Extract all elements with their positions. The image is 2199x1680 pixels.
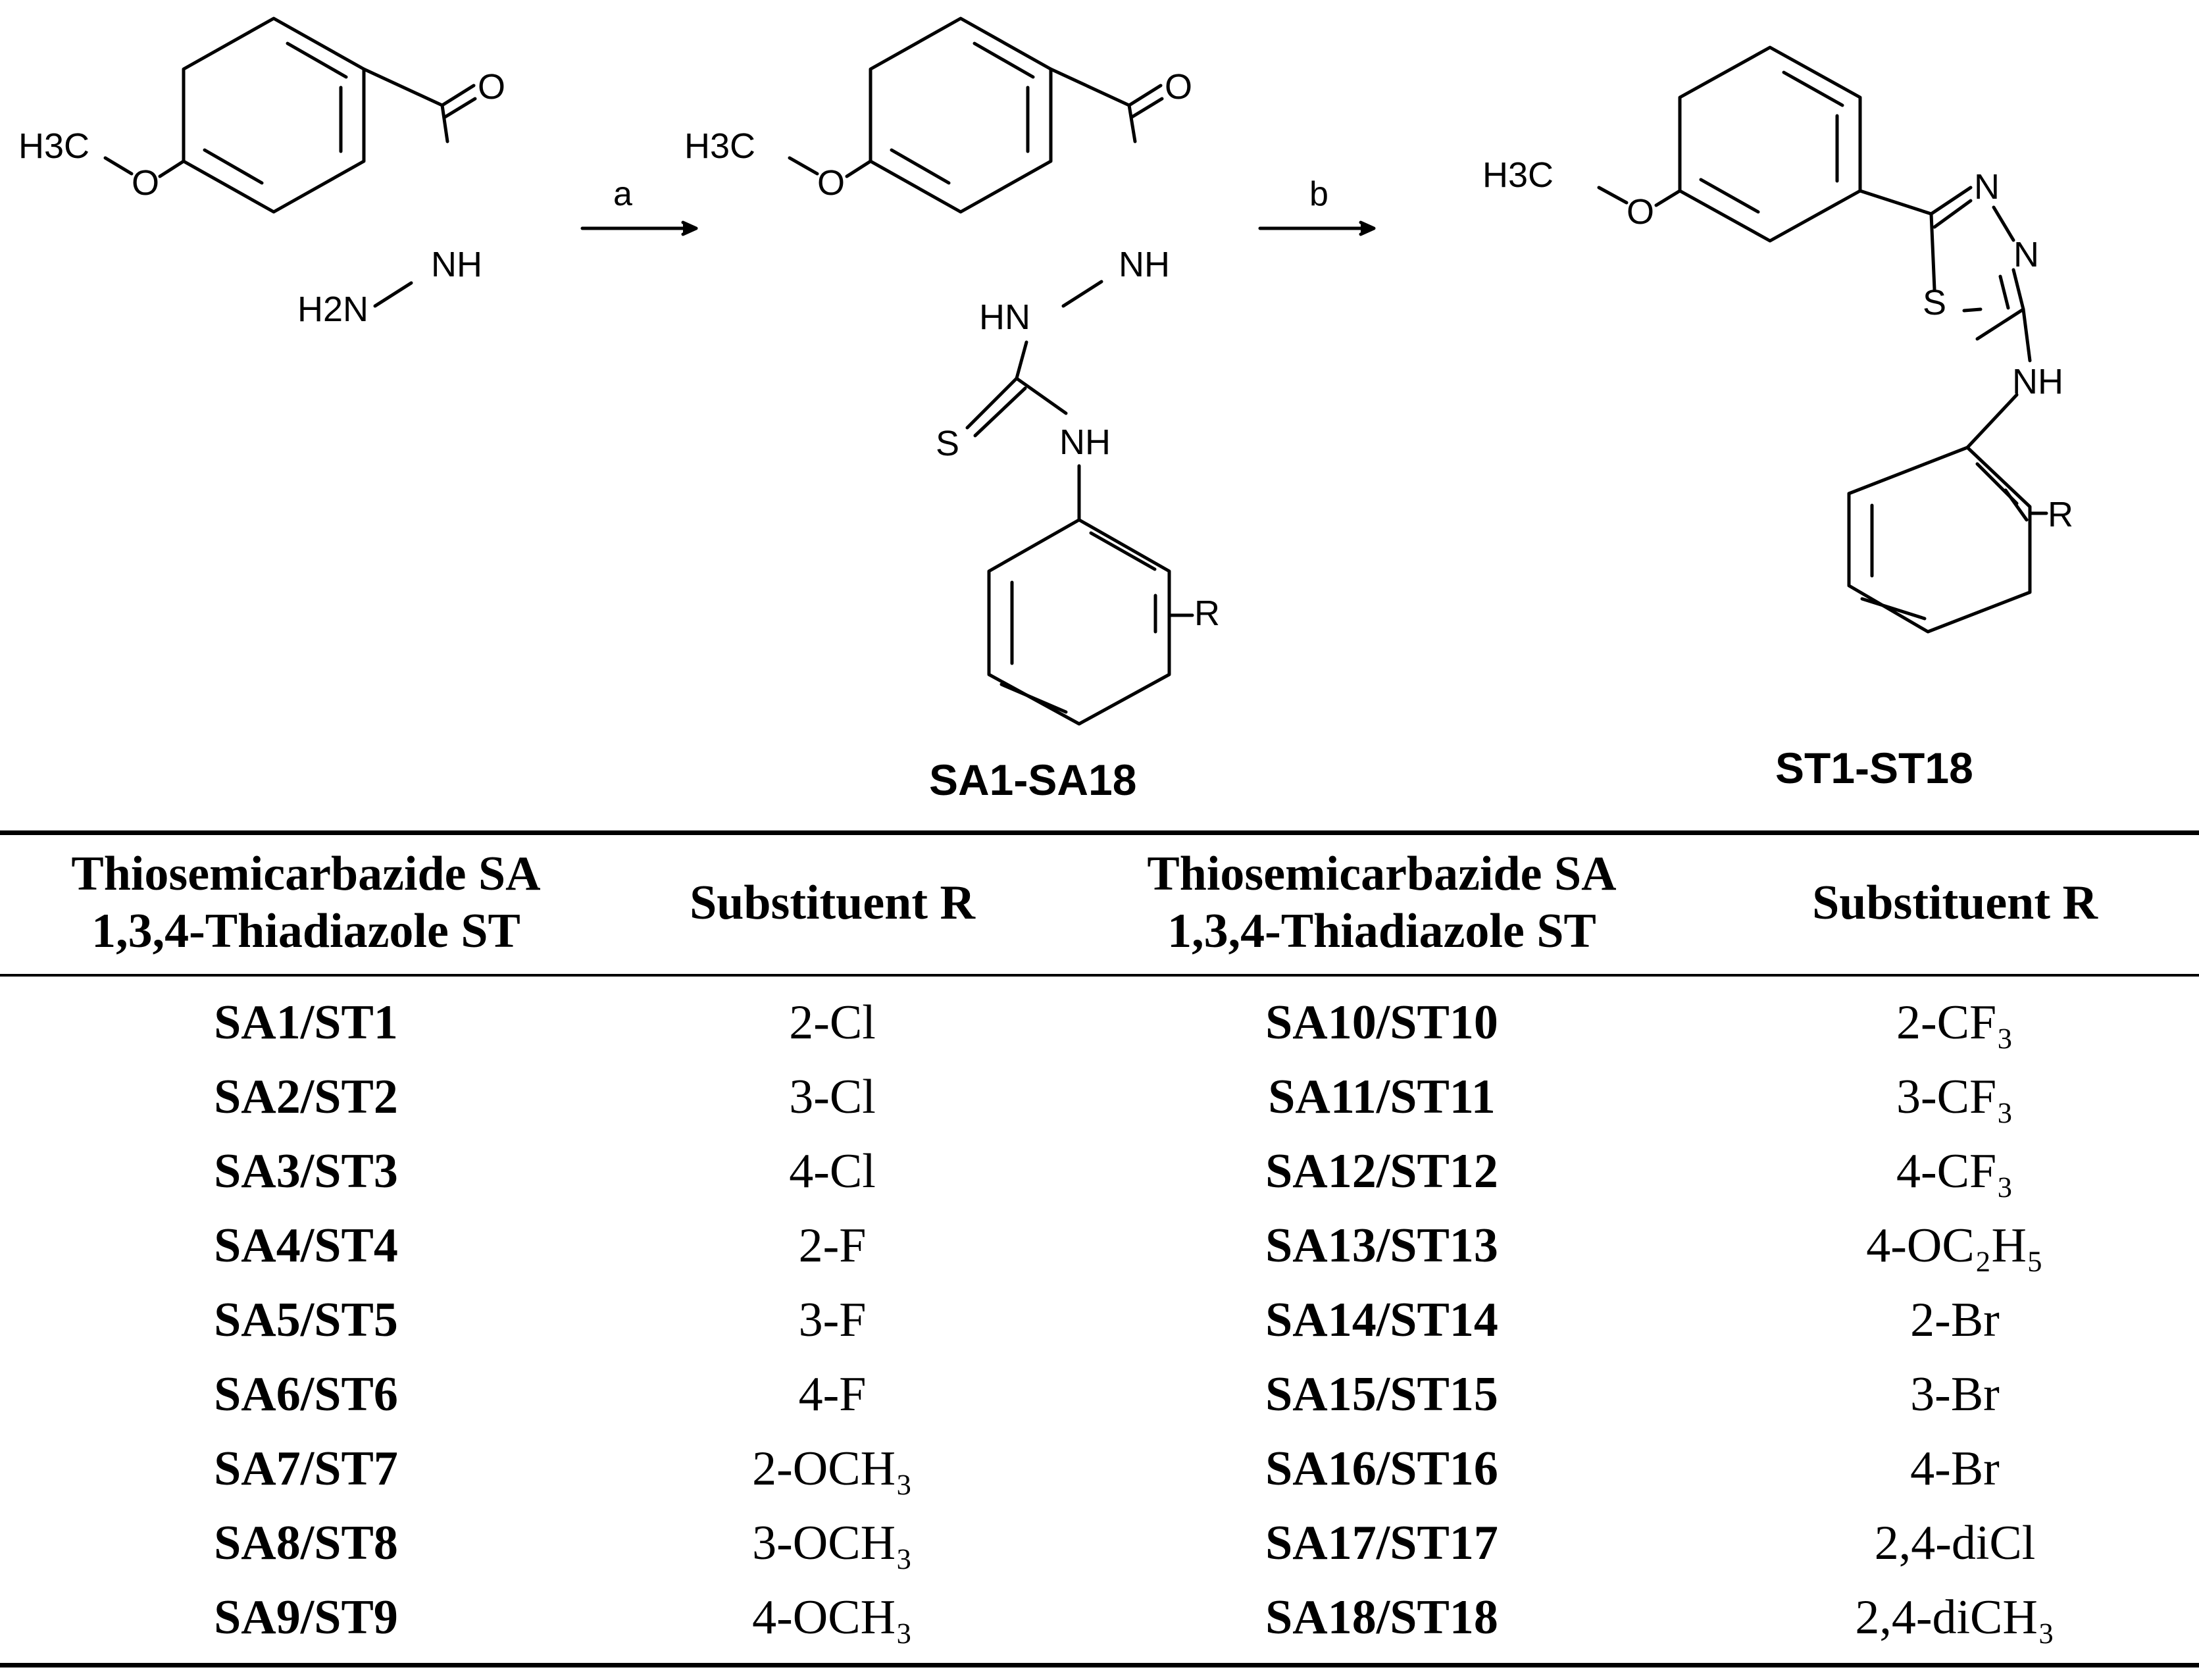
header-substituent-left: Substituent R xyxy=(612,830,1053,977)
thiadiazole-sulfur-label: S xyxy=(1923,283,1946,322)
substituent: 4-OC₂H₅ xyxy=(1866,1219,2044,1273)
arrow-a: a xyxy=(580,175,698,236)
product-structure: H3C O N N S NH R ST1-ST18 xyxy=(1482,45,2073,792)
methyl-label: H3C xyxy=(1482,155,1554,195)
table-row: SA7/ST7 2-OCH₃ SA16/ST16 4-Br xyxy=(0,1432,2199,1506)
hn-label: HN xyxy=(979,297,1030,337)
substituent: 2-Br xyxy=(1910,1293,2000,1348)
methoxy-oxygen-label: O xyxy=(132,163,159,203)
substituent: 3-OCH₃ xyxy=(752,1516,913,1571)
table-row: SA4/ST4 2-F SA13/ST13 4-OC₂H₅ xyxy=(0,1209,2199,1283)
compound-id: SA9/ST9 xyxy=(0,1580,612,1667)
product-compound-label: ST1-ST18 xyxy=(1775,744,1973,792)
substituent-table: Thiosemicarbazide SA 1,3,4-Thiadiazole S… xyxy=(0,830,2199,1667)
starting-material-structure: H3C O O NH H2N xyxy=(18,16,505,329)
substituent: 3-CF₃ xyxy=(1896,1070,2013,1125)
compound-id: SA8/ST8 xyxy=(214,1516,398,1571)
compound-id: SA13/ST13 xyxy=(1265,1219,1498,1273)
arrow-b: b xyxy=(1258,175,1376,236)
substituent: 3-Br xyxy=(1910,1367,2000,1422)
header-substituent-right: Substituent R xyxy=(1711,830,2199,977)
carbonyl-oxygen-label: O xyxy=(478,67,505,107)
nh-label-2: NH xyxy=(1059,422,1111,462)
compound-id: SA10/ST10 xyxy=(1265,996,1498,1050)
substituent: 4-Br xyxy=(1910,1442,2000,1496)
header-compound-line1: Thiosemicarbazide SA xyxy=(71,847,541,901)
substituent: 2-OCH₃ xyxy=(752,1442,913,1496)
arrow-a-label: a xyxy=(613,175,632,213)
methoxy-oxygen-label: O xyxy=(817,163,845,203)
substituent: 2-F xyxy=(798,1219,867,1273)
substituent: 2,4-diCl xyxy=(1874,1516,2036,1571)
methyl-label: H3C xyxy=(18,126,89,166)
compound-id: SA16/ST16 xyxy=(1265,1442,1498,1496)
compound-id: SA11/ST11 xyxy=(1268,1070,1496,1125)
amine-nh-label: NH xyxy=(2012,362,2063,401)
reaction-scheme: H3C O O NH H2N a H3C O O xyxy=(18,16,2073,804)
substituent: 3-Cl xyxy=(789,1070,876,1125)
table-header-row: Thiosemicarbazide SA 1,3,4-Thiadiazole S… xyxy=(0,830,2199,977)
compound-id: SA2/ST2 xyxy=(214,1070,398,1125)
substituent: 2-Cl xyxy=(789,996,876,1050)
substituent: 4-F xyxy=(798,1367,867,1422)
arrow-b-label: b xyxy=(1309,175,1328,213)
substituent: 3-F xyxy=(798,1293,867,1348)
compound-id: SA5/ST5 xyxy=(214,1293,398,1348)
substituent: 2,4-diCH₃ xyxy=(1711,1580,2199,1667)
table-row: SA6/ST6 4-F SA15/ST15 3-Br xyxy=(0,1358,2199,1432)
hydrazide-nh-label: NH xyxy=(431,245,482,284)
compound-id: SA17/ST17 xyxy=(1265,1516,1498,1571)
substituent: 4-Cl xyxy=(789,1144,876,1199)
compound-id: SA15/ST15 xyxy=(1265,1367,1498,1422)
header-compound-line2: 1,3,4-Thiadiazole ST xyxy=(1167,904,1596,959)
compound-id: SA14/ST14 xyxy=(1265,1293,1498,1348)
methyl-label: H3C xyxy=(684,126,755,166)
thiadiazole-n3-label: N xyxy=(1974,167,2000,207)
table-row: SA5/ST5 3-F SA14/ST14 2-Br xyxy=(0,1283,2199,1358)
compound-id: SA3/ST3 xyxy=(214,1144,398,1199)
carbonyl-oxygen-label: O xyxy=(1165,67,1192,107)
thiadiazole-n4-label: N xyxy=(2013,235,2039,274)
substituent: 2-CF₃ xyxy=(1896,996,2013,1050)
compound-id: SA7/ST7 xyxy=(214,1442,398,1496)
compound-id: SA4/ST4 xyxy=(214,1219,398,1273)
compound-id: SA1/ST1 xyxy=(214,996,398,1050)
r-substituent-label: R xyxy=(2048,495,2073,534)
intermediate-structure: H3C O O NH HN S NH R SA1-SA18 xyxy=(684,16,1220,804)
r-substituent-label: R xyxy=(1194,594,1220,633)
substituent-table-container: Thiosemicarbazide SA 1,3,4-Thiadiazole S… xyxy=(0,830,2199,1667)
table-row: SA8/ST8 3-OCH₃ SA17/ST17 2,4-diCl xyxy=(0,1506,2199,1581)
methoxy-oxygen-label: O xyxy=(1627,192,1654,232)
header-compound-left: Thiosemicarbazide SA 1,3,4-Thiadiazole S… xyxy=(0,830,612,977)
header-compound-right: Thiosemicarbazide SA 1,3,4-Thiadiazole S… xyxy=(1053,830,1711,977)
table-row: SA1/ST1 2-Cl SA10/ST10 2-CF₃ xyxy=(0,975,2199,1060)
substituent: 4-CF₃ xyxy=(1896,1144,2013,1199)
header-compound-line2: 1,3,4-Thiadiazole ST xyxy=(91,904,520,959)
substituent: 4-OCH₃ xyxy=(612,1580,1053,1667)
nh-label-1: NH xyxy=(1119,245,1170,284)
intermediate-compound-label: SA1-SA18 xyxy=(929,755,1136,804)
compound-id: SA18/ST18 xyxy=(1053,1580,1711,1667)
table-row: SA2/ST2 3-Cl SA11/ST11 3-CF₃ xyxy=(0,1060,2199,1134)
thione-sulfur-label: S xyxy=(936,424,959,463)
compound-id: SA12/ST12 xyxy=(1265,1144,1498,1199)
compound-id: SA6/ST6 xyxy=(214,1367,398,1422)
header-compound-line1: Thiosemicarbazide SA xyxy=(1147,847,1617,901)
hydrazide-nh2-label: H2N xyxy=(297,290,368,329)
table-row: SA3/ST3 4-Cl SA12/ST12 4-CF₃ xyxy=(0,1134,2199,1209)
